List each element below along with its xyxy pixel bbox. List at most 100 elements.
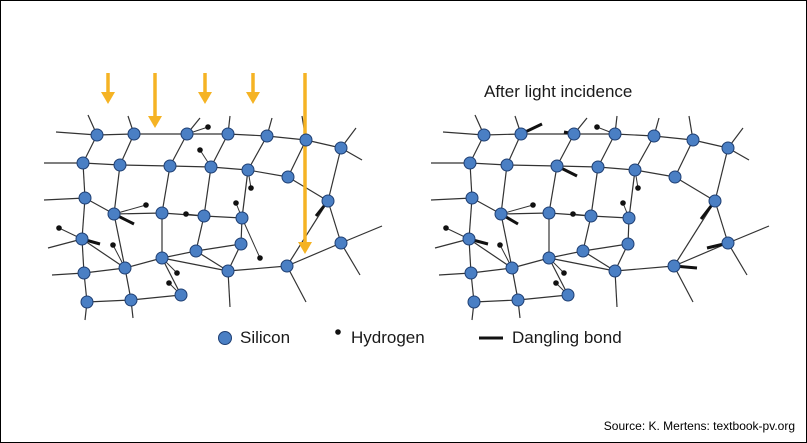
arrow-head: [101, 92, 115, 104]
silicon-atom-icon: [281, 170, 295, 184]
si-si-bond: [634, 169, 676, 178]
si-si-bond: [548, 257, 569, 296]
si-si-bond: [195, 243, 242, 252]
silicon-atom-icon: [124, 293, 138, 307]
hydrogen-atom-icon: [443, 225, 449, 231]
silicon-atom-icon: [576, 244, 590, 258]
si-si-bond: [500, 213, 513, 269]
light-arrow-icon: [198, 73, 212, 104]
silicon-atom-icon: [155, 206, 169, 220]
light-arrow-icon: [148, 73, 162, 128]
si-si-bond: [614, 133, 655, 137]
silicon-atom-icon: [514, 127, 528, 141]
legend-silicon-label: Silicon: [240, 328, 291, 347]
silicon-atom-icon: [462, 232, 476, 246]
silicon-atom-icon: [235, 211, 249, 225]
si-si-bond: [714, 200, 729, 244]
silicon-atom-icon: [299, 133, 313, 147]
legend-hydrogen-icon: [335, 329, 341, 335]
silicon-atom-icon: [464, 266, 478, 280]
silicon-atom-icon: [334, 236, 348, 250]
silicon-atom-icon: [500, 158, 514, 172]
hydrogen-atoms: [56, 124, 641, 286]
si-si-bond: [286, 242, 342, 267]
silicon-atom-icon: [511, 293, 525, 307]
hydrogen-atom-icon: [233, 200, 239, 206]
silicon-atom-icon: [78, 191, 92, 205]
legend-hydrogen-label: Hydrogen: [351, 328, 425, 347]
hydrogen-atom-icon: [620, 200, 626, 206]
hydrogen-atom-icon: [594, 124, 600, 130]
hydrogen-atom-icon: [166, 280, 172, 286]
si-si-bond: [247, 169, 289, 178]
silicon-atom-icon: [241, 163, 255, 177]
hydrogen-atom-icon: [248, 185, 254, 191]
si-si-bond: [327, 147, 342, 202]
si-si-bond: [674, 139, 694, 178]
si-si-bond: [169, 165, 212, 168]
silicon-atom-icon: [622, 211, 636, 225]
si-si-bond: [628, 169, 636, 219]
hydrogen-atom-icon: [561, 270, 567, 276]
silicon-atom-icon: [494, 207, 508, 221]
hydrogen-atom-icon: [174, 270, 180, 276]
left-lattice-bonds: [43, 114, 383, 321]
silicon-atom-icon: [542, 251, 556, 265]
si-si-bond: [113, 164, 121, 215]
silicon-atom-icon: [721, 236, 735, 250]
si-si-bond: [43, 197, 86, 201]
silicon-atom-icon: [90, 128, 104, 142]
silicon-atom-icon: [647, 129, 661, 143]
silicon-atom-icon: [180, 127, 194, 141]
silicon-atom-icon: [197, 209, 211, 223]
silicon-atom-icon: [542, 206, 556, 220]
silicon-atom-icon: [113, 158, 127, 172]
si-si-bond: [548, 165, 558, 214]
si-si-bond: [55, 131, 98, 136]
arrow-head: [198, 92, 212, 104]
si-si-bond: [83, 267, 126, 274]
silicon-atom-icon: [465, 191, 479, 205]
si-si-bond: [714, 147, 729, 202]
silicon-atom-icon: [204, 160, 218, 174]
light-arrows: [101, 73, 312, 254]
si-si-bond: [590, 166, 599, 217]
hydrogen-atom-icon: [183, 211, 189, 217]
hydrogen-atom-icon: [553, 280, 559, 286]
legend-dangling-bond-label: Dangling bond: [512, 328, 622, 347]
si-si-bond: [517, 294, 569, 301]
silicon-atom-icon: [668, 170, 682, 184]
silicon-atom-icon: [280, 259, 294, 273]
si-si-bond: [81, 238, 126, 269]
silicon-atom-icon: [467, 295, 481, 309]
source-credit: Source: K. Mertens: textbook-pv.org: [603, 419, 795, 433]
si-si-bond: [161, 257, 182, 296]
si-si-bond: [286, 265, 307, 303]
right-lattice-bonds: [430, 114, 770, 321]
si-si-bond: [674, 176, 716, 202]
si-si-bond: [673, 265, 694, 303]
si-si-bond: [548, 257, 616, 272]
si-si-bond: [500, 164, 508, 215]
si-si-bond: [227, 133, 268, 137]
light-arrow-icon: [101, 73, 115, 104]
silicon-atom-icon: [107, 207, 121, 221]
silicon-atom-icon: [76, 156, 90, 170]
legend-silicon-icon: [218, 331, 232, 345]
silicon-atom-icon: [234, 237, 248, 251]
silicon-atom-icon: [75, 232, 89, 246]
si-si-bond: [86, 299, 132, 303]
hydrogen-atom-icon: [110, 242, 116, 248]
hydrogen-atom-icon: [205, 124, 211, 130]
silicon-atom-icon: [686, 133, 700, 147]
silicon-atom-icon: [189, 244, 203, 258]
silicon-atom-icon: [584, 209, 598, 223]
hydrogen-atom-icon: [143, 202, 149, 208]
silicon-atom-icon: [667, 259, 681, 273]
legend: [218, 329, 503, 345]
si-si-bond: [113, 213, 126, 269]
si-si-bond: [130, 294, 182, 301]
right-panel-title: After light incidence: [484, 82, 633, 101]
